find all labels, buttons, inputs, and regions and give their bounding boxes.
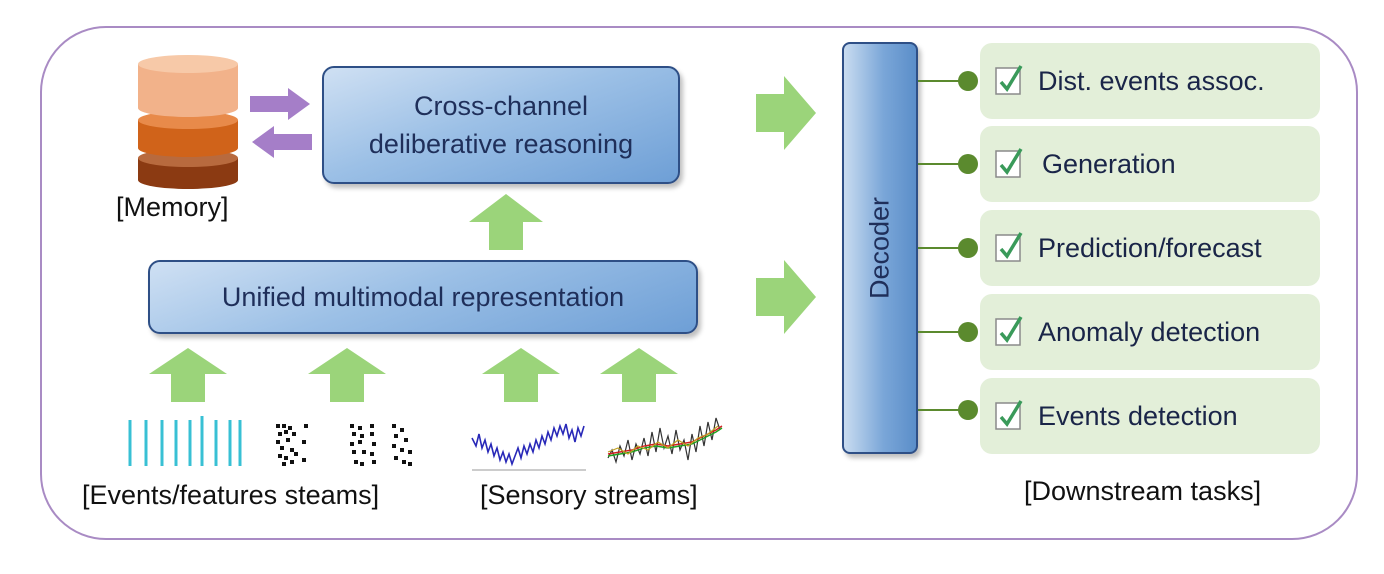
up-arrow-stream-4 [600, 348, 678, 402]
outer-frame [40, 26, 1358, 540]
reasoning-line-1: Cross-channel [413, 91, 589, 121]
task-label: Dist. events assoc. [1038, 66, 1265, 96]
sensory-streams-caption: [Sensory streams] [480, 480, 698, 510]
up-arrow-stream-3 [482, 348, 560, 402]
unified-representation-box: Unified multimodal representation [148, 260, 698, 334]
checkbox-checked-icon [995, 316, 1023, 346]
checkbox-checked-icon [995, 65, 1023, 95]
reasoning-box: Cross-channel deliberative reasoning [322, 66, 680, 184]
task-label: Prediction/forecast [1038, 233, 1262, 263]
task-label: Events detection [1038, 401, 1238, 431]
spike-raster-icon-1 [276, 424, 308, 466]
checkbox-checked-icon [995, 232, 1023, 262]
events-streams-caption: [Events/features steams] [82, 480, 380, 510]
task-label: Generation [1042, 149, 1176, 179]
event-stream-bars-icon [128, 416, 242, 466]
task-events-detection: Events detection [980, 378, 1320, 454]
right-arrow-reasoning-to-decoder [756, 76, 816, 150]
memory-label: [Memory] [116, 192, 229, 222]
decoder-label: Decoder [864, 196, 895, 300]
unified-label: Unified multimodal representation [221, 282, 625, 312]
up-arrow-stream-1 [149, 348, 227, 402]
reasoning-line-2: deliberative reasoning [368, 129, 634, 159]
task-prediction-forecast: Prediction/forecast [980, 210, 1320, 286]
task-dist-events-assoc: Dist. events assoc. [980, 43, 1320, 119]
decoder-task-connectors [918, 71, 978, 420]
memory-exchange-arrows [250, 88, 312, 158]
spike-raster-icon-2 [350, 424, 412, 466]
database-icon [138, 55, 238, 189]
up-arrow-stream-2 [308, 348, 386, 402]
checkbox-checked-icon [995, 148, 1023, 178]
task-generation: Generation [980, 126, 1320, 202]
decoder-box: Decoder [842, 42, 918, 454]
task-anomaly-detection: Anomaly detection [980, 294, 1320, 370]
downstream-tasks-caption: [Downstream tasks] [1024, 476, 1262, 506]
right-arrow-representation-to-decoder [756, 260, 816, 334]
up-arrow-to-reasoning [469, 194, 543, 250]
task-label: Anomaly detection [1038, 317, 1261, 347]
sensory-signal-icon-1 [471, 423, 586, 471]
checkbox-checked-icon [995, 400, 1023, 430]
sensory-signal-icon-2 [607, 417, 723, 465]
